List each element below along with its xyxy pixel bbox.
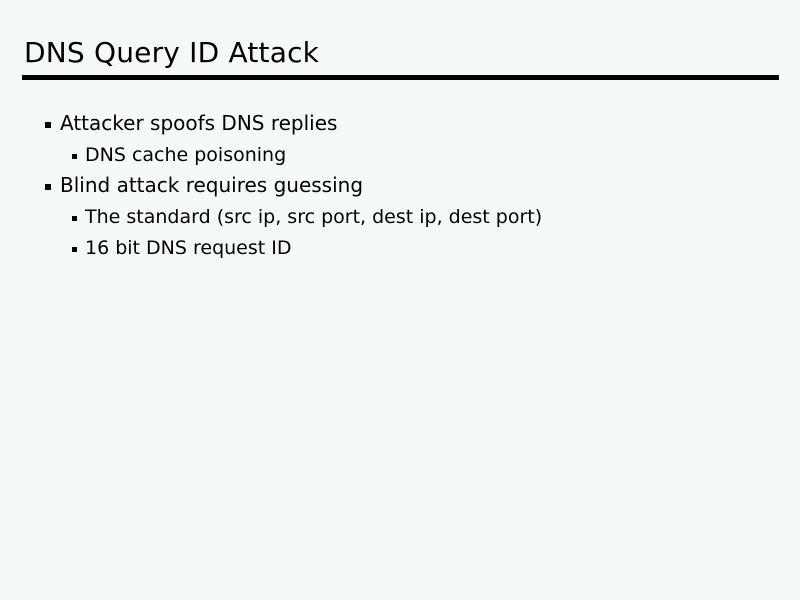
small-square-bullet-icon [72,154,77,159]
list-item: 16 bit DNS request ID [0,234,800,265]
list-item-label: The standard (src ip, src port, dest ip,… [85,206,543,228]
list-item-label: DNS cache poisoning [85,144,287,166]
slide-title-block: DNS Query ID Attack [24,36,780,70]
list-item: The standard (src ip, src port, dest ip,… [0,203,800,234]
list-item: Attacker spoofs DNS replies [0,110,800,141]
page-title: DNS Query ID Attack [24,36,320,69]
square-bullet-icon [45,184,51,190]
list-item-label: Blind attack requires guessing [60,173,364,197]
list-item: DNS cache poisoning [0,141,800,172]
slide-body-bullet-list: Attacker spoofs DNS replies DNS cache po… [0,110,800,265]
small-square-bullet-icon [72,247,77,252]
title-underline-rule [22,75,779,80]
small-square-bullet-icon [72,216,77,221]
list-item-label: Attacker spoofs DNS replies [60,111,338,135]
list-item-label: 16 bit DNS request ID [85,237,292,259]
list-item: Blind attack requires guessing [0,172,800,203]
square-bullet-icon [45,122,51,128]
